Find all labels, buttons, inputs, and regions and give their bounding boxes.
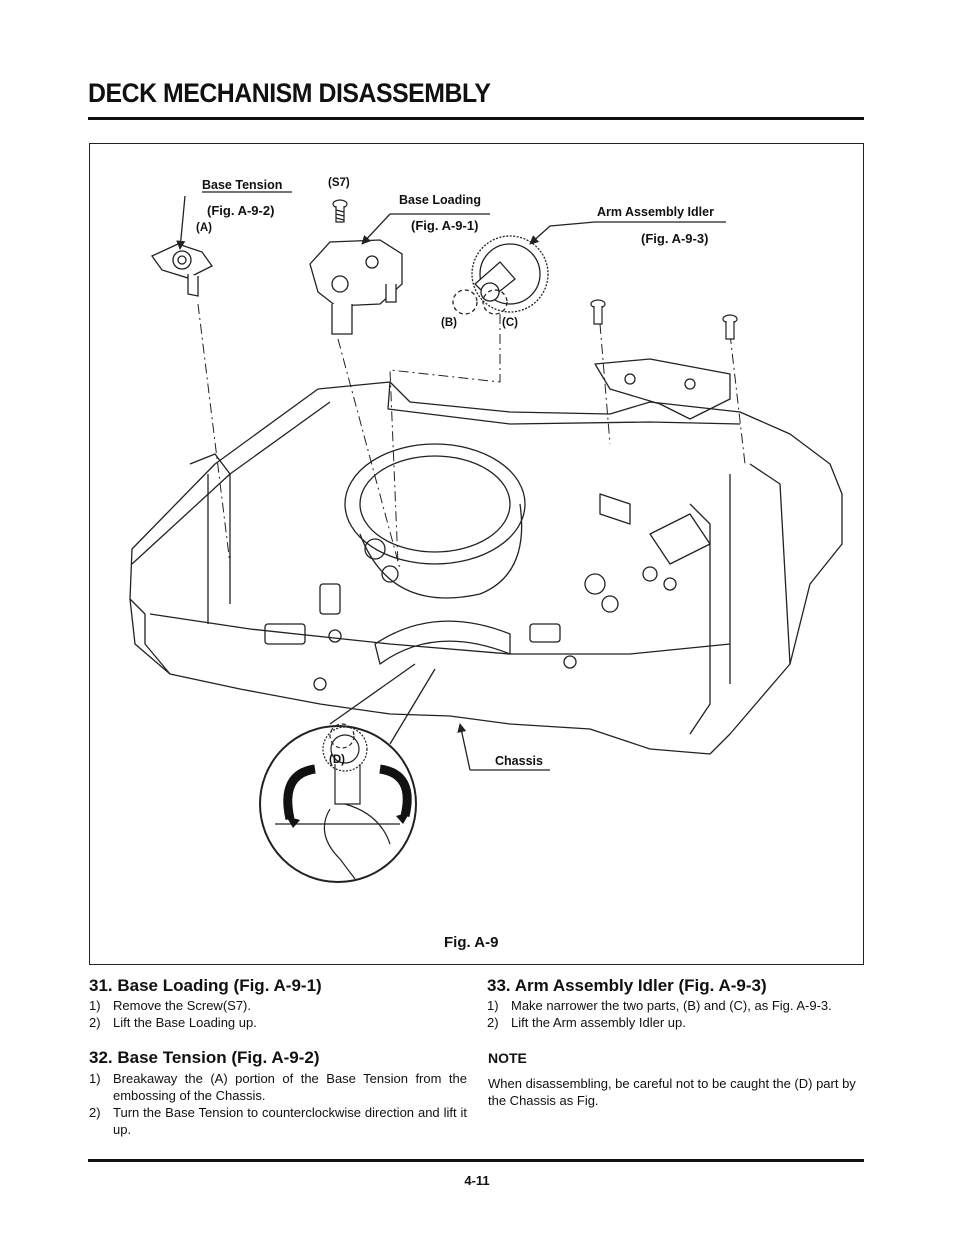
label-base-loading: Base Loading (399, 193, 481, 207)
steps-base-tension: 1)Breakaway the (A) portion of the Base … (89, 1070, 467, 1138)
step-item: 1)Remove the Screw(S7). (89, 998, 251, 1013)
step-item: 2)Lift the Arm assembly Idler up. (487, 1015, 686, 1030)
note-text: When disassembling, be careful not to be… (488, 1076, 856, 1108)
label-base-tension: Base Tension (202, 178, 283, 192)
step-item: 2)Lift the Base Loading up. (89, 1015, 257, 1030)
base-loading-part (309, 239, 403, 335)
heading-arm-assembly-idler: 33. Arm Assembly Idler (Fig. A-9-3) (487, 976, 767, 995)
figure-caption: Fig. A-9 (444, 934, 499, 951)
page-number: 4-11 (464, 1173, 490, 1188)
footer-rule (88, 1159, 864, 1162)
steps-arm-assembly-idler: 1)Make narrower the two parts, (B) and (… (487, 997, 865, 1031)
header-rule (88, 117, 864, 120)
label-b: (B) (441, 317, 457, 329)
label-c: (C) (502, 317, 518, 329)
base-tension-part (151, 243, 213, 297)
arm-assembly-idler-part (471, 235, 549, 313)
label-a: (A) (196, 222, 212, 234)
screw-s7 (332, 199, 348, 223)
step-item: 2)Turn the Base Tension to counterclockw… (89, 1105, 467, 1137)
heading-base-tension: 32. Base Tension (Fig. A-9-2) (89, 1048, 320, 1067)
deck-mechanism-illustration (129, 191, 843, 883)
label-fig-a92: (Fig. A-9-2) (207, 203, 275, 218)
note-title: NOTE (488, 1050, 527, 1066)
figure-a9: Base Tension (Fig. A-9-2) (A) (S7) Base … (89, 143, 864, 965)
chassis-outline (129, 381, 843, 755)
step-item: 1)Make narrower the two parts, (B) and (… (487, 998, 832, 1013)
label-d: (D) (329, 754, 345, 766)
page-title: DECK MECHANISM DISASSEMBLY (88, 78, 491, 108)
heading-base-loading: 31. Base Loading (Fig. A-9-1) (89, 976, 322, 995)
label-s7: (S7) (328, 177, 350, 189)
label-chassis: Chassis (495, 754, 543, 768)
label-arm-assembly-idler: Arm Assembly Idler (597, 205, 714, 219)
label-fig-a93: (Fig. A-9-3) (641, 231, 709, 246)
step-item: 1)Breakaway the (A) portion of the Base … (89, 1071, 467, 1103)
steps-base-loading: 1)Remove the Screw(S7). 2)Lift the Base … (89, 997, 467, 1031)
label-fig-a91: (Fig. A-9-1) (411, 218, 479, 233)
detail-inset-d (259, 723, 417, 883)
